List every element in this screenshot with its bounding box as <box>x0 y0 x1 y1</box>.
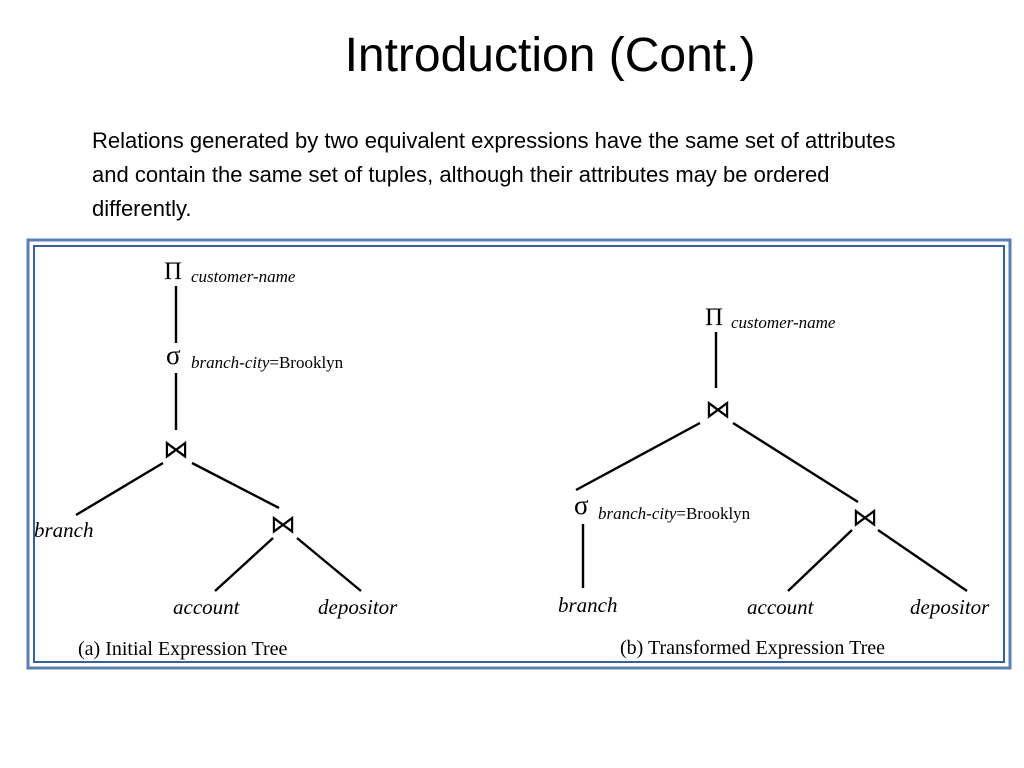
project-attr-label: customer-name <box>191 267 296 286</box>
figure-frame <box>26 238 1012 670</box>
join-symbol: ⋈ <box>705 395 731 425</box>
edge-join-branch-a <box>75 461 164 517</box>
pi-symbol: Π <box>164 258 182 285</box>
caption-b: (b) Transformed Expression Tree <box>620 637 885 659</box>
leaf-account: account <box>173 595 241 619</box>
select-attr-label: branch-city <box>598 504 677 523</box>
leaf-account: account <box>747 595 815 619</box>
slide-body-text: Relations generated by two equivalent ex… <box>92 128 896 221</box>
select-condition: branch-city=Brooklyn <box>191 353 344 372</box>
leaf-branch: branch <box>34 518 94 542</box>
tree-a-labels: Π customer-name σ branch-city=Brooklyn ⋈… <box>34 258 398 660</box>
leaf-branch: branch <box>558 593 618 617</box>
edge-join-account-a <box>214 537 274 592</box>
edge-join-depositor-b <box>877 529 968 592</box>
edge-join-join-a <box>191 461 280 510</box>
tree-a <box>75 286 362 592</box>
select-value-label: =Brooklyn <box>269 353 343 372</box>
edge-join-select-b <box>575 421 701 492</box>
join-symbol: ⋈ <box>270 510 296 540</box>
leaf-depositor: depositor <box>910 595 990 619</box>
caption-a: (a) Initial Expression Tree <box>78 638 288 660</box>
edge-join-join-b <box>732 421 859 504</box>
tree-b <box>575 332 968 592</box>
sigma-symbol: σ <box>574 490 589 520</box>
project-attr-label: customer-name <box>731 313 836 332</box>
join-symbol: ⋈ <box>163 435 189 465</box>
edge-join-depositor-a <box>296 537 362 592</box>
tree-b-labels: Π customer-name ⋈ σ branch-city=Brooklyn… <box>558 304 990 659</box>
slide-title: Introduction (Cont.) <box>344 29 756 82</box>
pi-symbol: Π <box>705 304 723 331</box>
select-attr-label: branch-city <box>191 353 270 372</box>
sigma-symbol: σ <box>166 340 181 370</box>
select-condition: branch-city=Brooklyn <box>598 504 751 523</box>
select-value-label: =Brooklyn <box>676 504 750 523</box>
join-symbol: ⋈ <box>852 503 878 533</box>
edge-join-account-b <box>787 529 853 592</box>
leaf-depositor: depositor <box>318 595 398 619</box>
